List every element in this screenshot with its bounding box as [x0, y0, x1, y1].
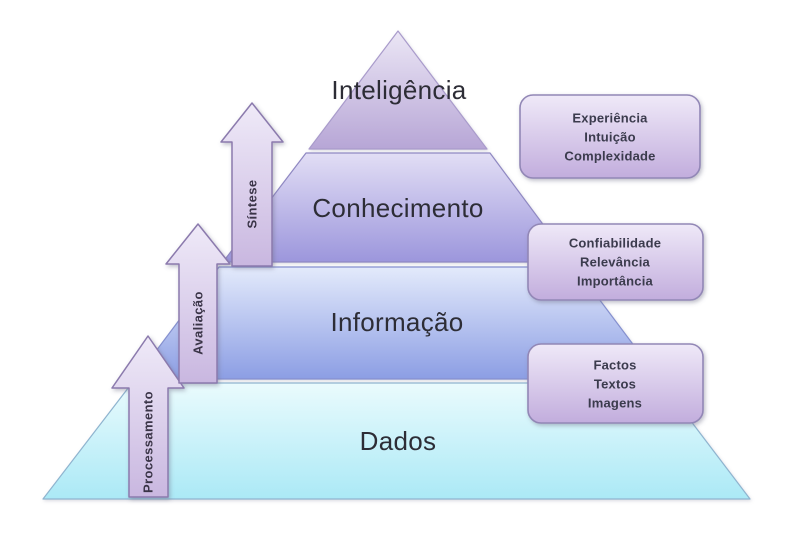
annotation-line: Importância: [577, 274, 653, 289]
arrow-shape-avaliacao: [165, 223, 231, 384]
process-arrow-labels: Processamento Avaliação Síntese: [141, 179, 260, 493]
arrow-label-processamento: Processamento: [141, 391, 156, 493]
annotation-box-bg-inteligencia: [519, 94, 701, 179]
pyramid-layer-labels: Inteligência Conhecimento Informação Dad…: [312, 75, 483, 456]
annotation-line: Imagens: [588, 396, 642, 411]
annotation-boxes: Experiência Intuição Complexidade Confia…: [519, 94, 704, 424]
annotation-box-conhecimento: Confiabilidade Relevância Importância: [527, 223, 704, 301]
annotation-box-inteligencia: Experiência Intuição Complexidade: [519, 94, 701, 179]
annotation-line: Factos: [593, 358, 636, 373]
annotation-box-bg-informacao: [527, 343, 704, 424]
arrow-label-avaliacao: Avaliação: [191, 291, 206, 355]
annotation-line: Textos: [594, 377, 636, 392]
layer-label-informacao: Informação: [330, 307, 463, 337]
layer-label-inteligencia: Inteligência: [331, 75, 466, 105]
annotation-line: Complexidade: [564, 149, 655, 164]
annotation-line: Confiabilidade: [569, 236, 661, 251]
layer-label-conhecimento: Conhecimento: [312, 193, 483, 223]
pyramid-layers: [42, 30, 751, 500]
arrow-shape-sintese: [220, 102, 284, 267]
annotation-line: Intuição: [584, 130, 635, 145]
process-arrows: [111, 102, 284, 498]
annotation-line: Relevância: [580, 255, 651, 270]
layer-label-dados: Dados: [360, 426, 437, 456]
arrow-shape-processamento: [111, 335, 185, 498]
annotation-box-informacao: Factos Textos Imagens: [527, 343, 704, 424]
annotation-line: Experiência: [572, 111, 648, 126]
annotation-box-bg-conhecimento: [527, 223, 704, 301]
arrow-label-sintese: Síntese: [245, 179, 260, 228]
layer-shape-inteligencia: [308, 30, 488, 150]
